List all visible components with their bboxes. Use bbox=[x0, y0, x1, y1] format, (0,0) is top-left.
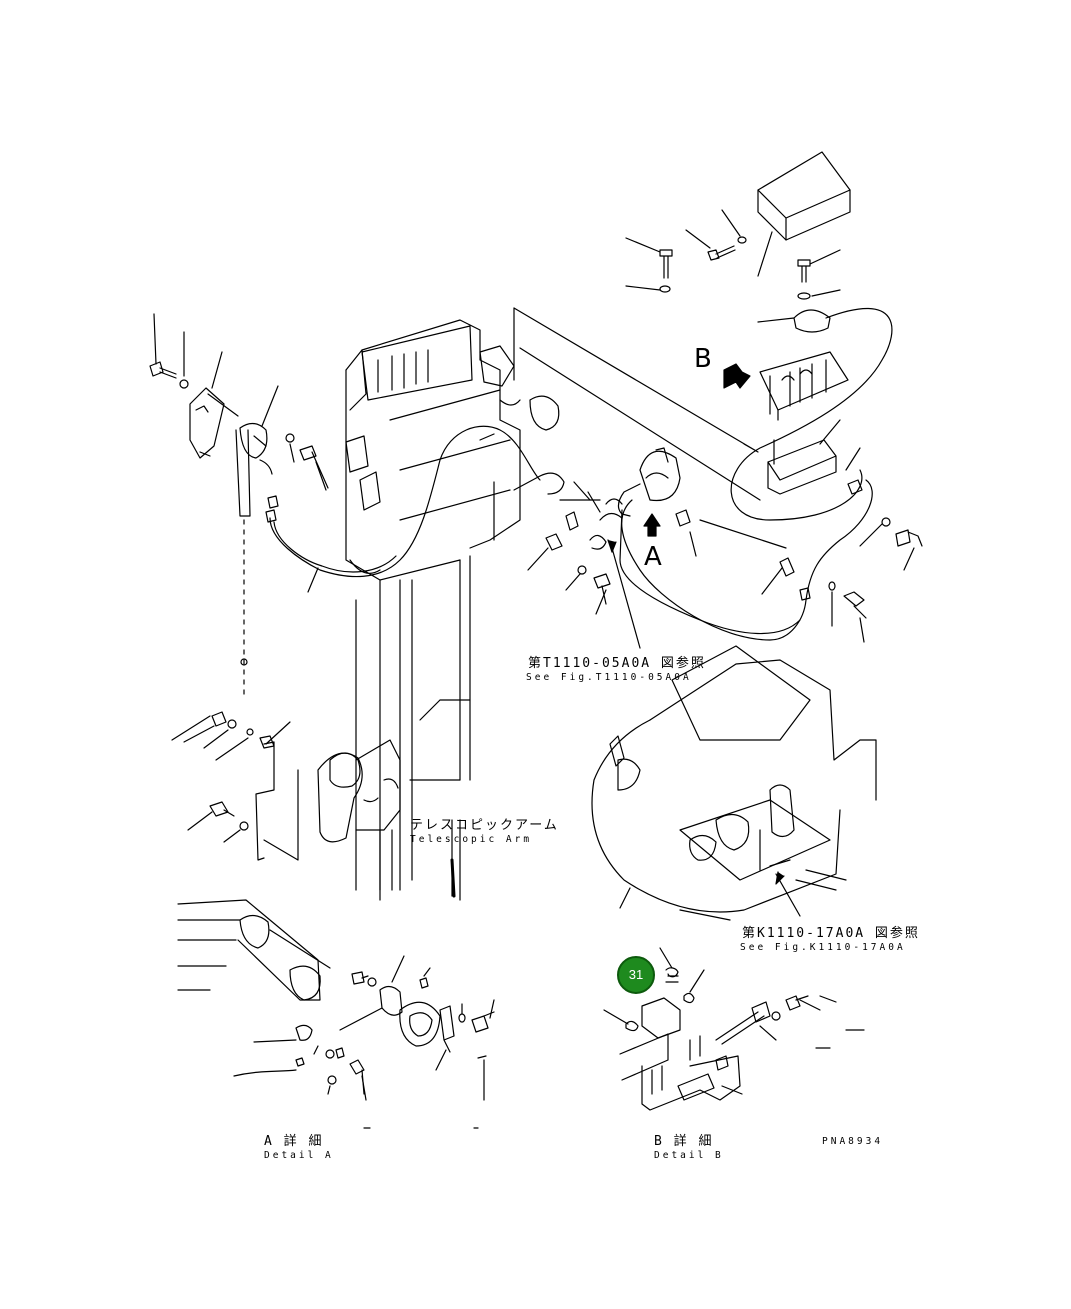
engine-assembly bbox=[591, 645, 877, 921]
arrow-a bbox=[643, 513, 661, 537]
telescopic-arm-en: Telescopic Arm bbox=[410, 834, 533, 845]
see-fig-2-jp: 第K1110-17A0A 図参照 bbox=[742, 926, 920, 941]
detail-a-en: Detail A bbox=[264, 1150, 334, 1161]
sensor-a bbox=[513, 447, 801, 635]
detail-b-en: Detail B bbox=[654, 1150, 724, 1161]
see-fig-2-en: See Fig.K1110-17A0A bbox=[740, 942, 906, 953]
drawing-code: PNA8934 bbox=[822, 1136, 884, 1147]
detail-b-jp: B 詳 細 bbox=[654, 1134, 714, 1149]
left-parts bbox=[149, 313, 329, 861]
frame-lines bbox=[513, 307, 787, 549]
detail-a-jp: A 詳 細 bbox=[264, 1134, 324, 1149]
part-callout-31[interactable]: 31 bbox=[617, 956, 655, 994]
switch-b bbox=[621, 307, 893, 641]
see-fig-1-jp: 第T1110-05A0A 図参照 bbox=[528, 656, 706, 671]
bolt-right bbox=[761, 517, 923, 643]
arrow-b bbox=[723, 363, 751, 389]
telescopic-arm bbox=[317, 319, 560, 901]
leader-see-fig-1 bbox=[611, 547, 641, 649]
view-a-letter: A bbox=[644, 542, 662, 572]
view-b-letter: B bbox=[694, 344, 712, 374]
bolts-top bbox=[625, 209, 841, 300]
detail-a-drawing bbox=[177, 858, 495, 1101]
see-fig-1-en: See Fig.T1110-05A0A bbox=[526, 672, 692, 683]
telescopic-arm-jp: テレスコピックアーム bbox=[410, 818, 559, 833]
cover-box bbox=[757, 151, 851, 277]
detail-b-drawing bbox=[603, 947, 865, 1111]
harness-left bbox=[269, 425, 541, 578]
